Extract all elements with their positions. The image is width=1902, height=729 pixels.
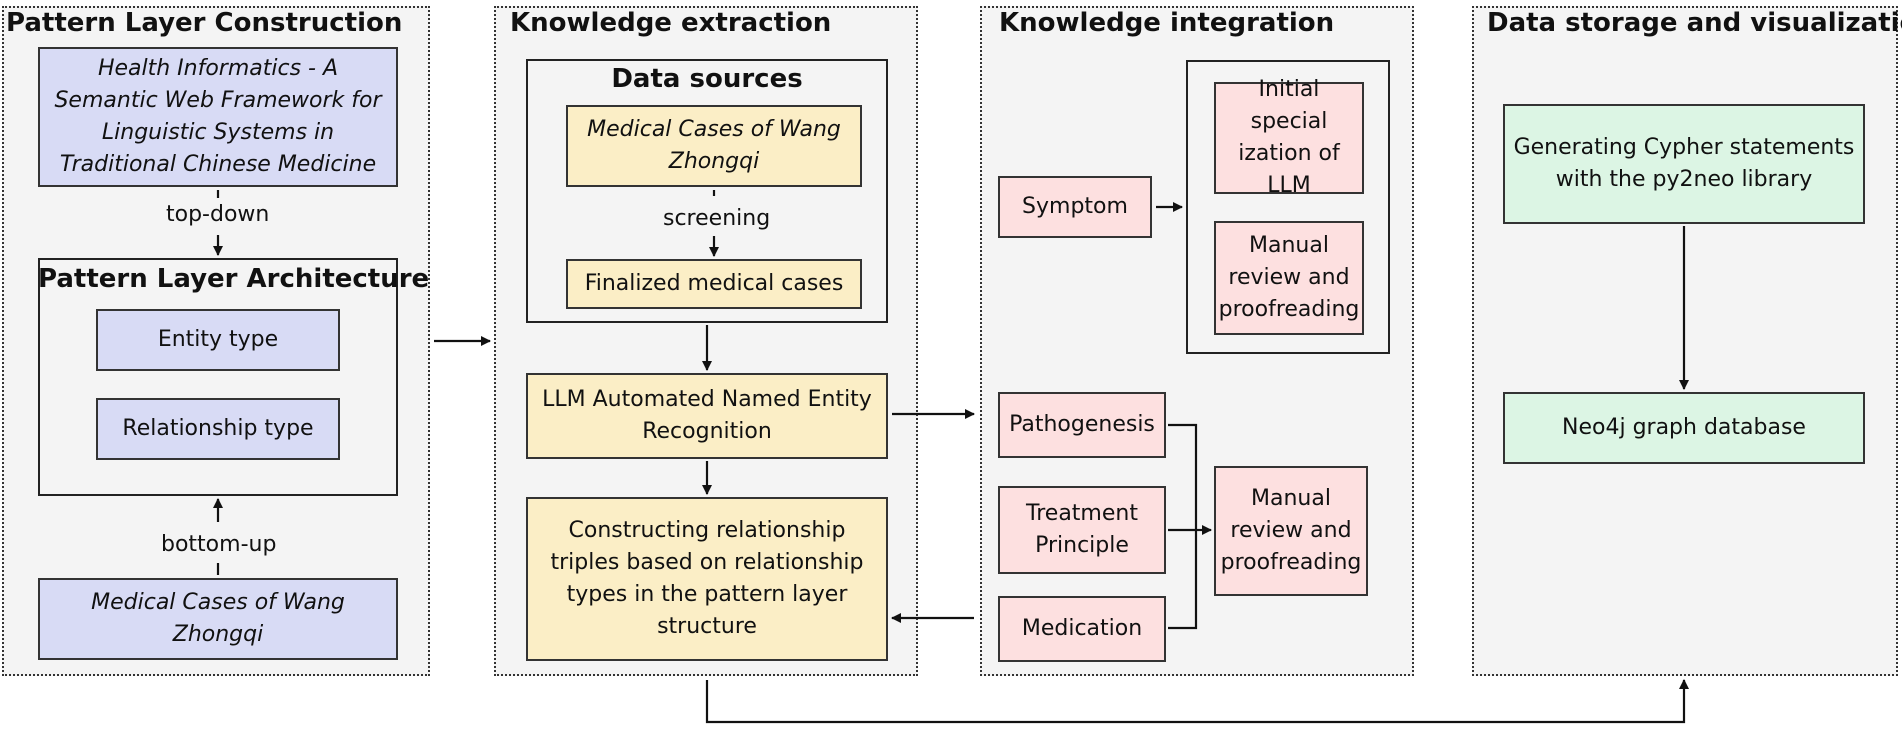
pattern-cases-box: Medical Cases of Wang Zhongqi [38, 578, 398, 660]
initial-specialization-box: Initial special ization of LLM [1214, 77, 1364, 198]
extraction-cases-box: Medical Cases of Wang Zhongqi [566, 105, 862, 187]
medication-box: Medication [998, 596, 1166, 662]
arrow-extraction-to-storage [705, 679, 1689, 724]
pathogenesis-box: Pathogenesis [998, 392, 1166, 458]
data-sources-title: Data sources [611, 64, 803, 94]
panel-title-extraction: Knowledge extraction [510, 8, 832, 38]
screening-label: screening [663, 206, 771, 231]
ner-box: LLM Automated Named Entity Recognition [526, 373, 888, 459]
finalized-cases-box: Finalized medical cases [566, 259, 862, 309]
framework-box: Health Informatics - A Semantic Web Fram… [38, 47, 398, 187]
top-down-label: top-down [166, 202, 270, 227]
manual-review-box-1: Manual review and proofreading [1214, 221, 1364, 335]
symptom-box: Symptom [998, 176, 1152, 238]
panel-title-pattern: Pattern Layer Construction [6, 8, 403, 38]
entity-type-box: Entity type [96, 309, 340, 371]
relationship-type-box: Relationship type [96, 398, 340, 460]
cypher-box: Generating Cypher statements with the py… [1503, 104, 1865, 224]
neo4j-box: Neo4j graph database [1503, 392, 1865, 464]
architecture-title: Pattern Layer Architecture [38, 264, 430, 294]
manual-review-box-2: Manual review and proofreading [1214, 466, 1368, 596]
merge-bracket [1168, 423, 1198, 630]
treatment-principle-box: Treatment Principle [998, 486, 1166, 574]
bottom-up-label: bottom-up [161, 532, 277, 557]
panel-title-integration: Knowledge integration [999, 8, 1335, 38]
triples-box: Constructing relationship triples based … [526, 497, 888, 661]
panel-title-storage: Data storage and visualization [1487, 8, 1902, 38]
